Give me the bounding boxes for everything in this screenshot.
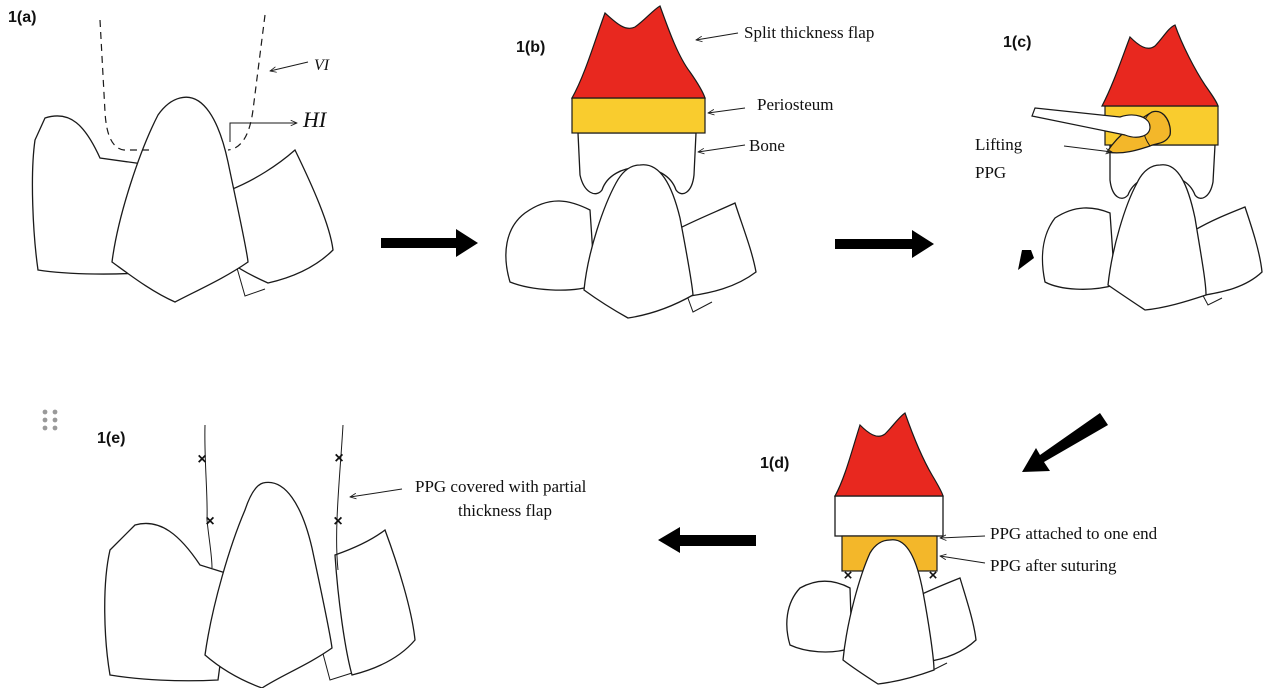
flow-arrow-icon: [658, 527, 756, 553]
panel-e-suture-line-left: [205, 425, 212, 568]
pointer-arrow-icon: [698, 145, 745, 152]
pointer-arrow-icon: [1064, 146, 1112, 152]
bone-label: Bone: [749, 136, 785, 155]
suture-x-icon: ×: [197, 451, 206, 468]
panel-b-label: 1(b): [516, 39, 545, 56]
panel-e-suture-line-right: [337, 425, 343, 570]
pointer-arrow-icon: [940, 536, 985, 538]
panel-a-vertical-incision: [100, 20, 150, 150]
panel-c-split-flap: [1102, 25, 1218, 106]
pointer-arrow-icon: [708, 108, 745, 113]
split-flap-label: Split thickness flap: [744, 23, 874, 42]
flow-arrow-icon: [835, 230, 934, 258]
suture-x-icon: ×: [333, 513, 342, 530]
panel-c-label: 1(c): [1003, 34, 1031, 51]
ppg-covered-label-line2: thickness flap: [458, 501, 552, 520]
panel-d: 1(d) × × PPG attached to one end PPG aft…: [760, 413, 1158, 684]
vi-label: VI: [314, 57, 330, 74]
pointer-arrow-icon: [350, 489, 402, 497]
panel-d-split-flap: [835, 413, 943, 496]
panel-a: 1(a) VI HI: [8, 9, 333, 302]
pointer-arrow-icon: [270, 62, 308, 71]
flow-arrow-icon: [1022, 413, 1108, 472]
panel-e-label: 1(e): [97, 430, 125, 447]
panel-b: 1(b) Split thickness flap Periosteum Bon…: [506, 6, 874, 318]
panel-a-central-tooth: [112, 97, 248, 302]
suture-x-icon: ×: [334, 450, 343, 467]
panel-b-periosteum: [572, 98, 705, 133]
pointer-arrow-icon: [696, 33, 738, 40]
ppg-covered-label-line1: PPG covered with partial: [415, 477, 587, 496]
hi-label: HI: [302, 107, 328, 132]
drag-handle-icon[interactable]: [43, 410, 58, 431]
lifting-label-line1: Lifting: [975, 135, 1023, 154]
suture-x-icon: ×: [929, 567, 938, 584]
panel-d-label: 1(d): [760, 455, 789, 472]
pointer-arrow-icon: [940, 556, 985, 563]
panel-e: 1(e) × × × × PPG covered with partial th…: [97, 425, 587, 688]
panel-b-split-flap: [572, 6, 705, 98]
lifting-label-line2: PPG: [975, 163, 1006, 182]
suture-x-icon: ×: [844, 567, 853, 584]
panel-e-central-tooth: [205, 482, 332, 688]
panel-a-label: 1(a): [8, 9, 36, 26]
periosteum-label: Periosteum: [757, 95, 834, 114]
flow-arrow-icon: [381, 229, 478, 257]
flow-arrow-icon: [1018, 250, 1034, 270]
ppg-after-suturing-label: PPG after suturing: [990, 556, 1117, 575]
ppg-attached-label: PPG attached to one end: [990, 524, 1158, 543]
panel-c: 1(c) Lifting PPG: [975, 25, 1262, 310]
suture-x-icon: ×: [205, 513, 214, 530]
pointer-arrow-icon: [230, 123, 297, 142]
